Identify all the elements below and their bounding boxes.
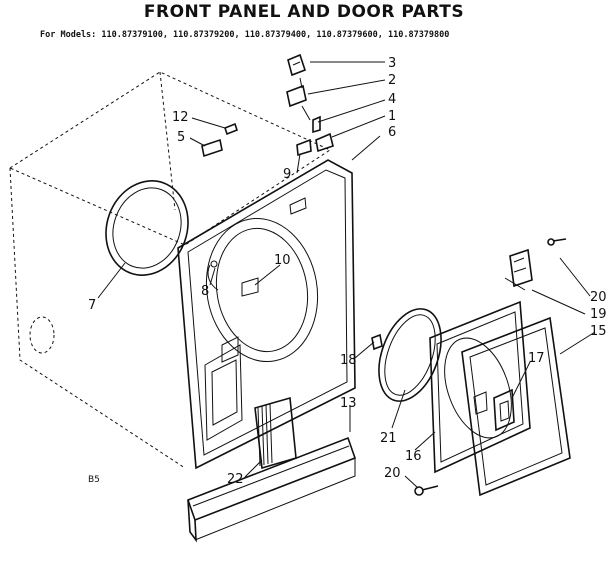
callout-22: 22 <box>227 472 244 487</box>
callout-18: 18 <box>340 353 357 368</box>
front-panel <box>177 159 356 470</box>
callout-20-top: 20 <box>590 290 607 305</box>
callout-16: 16 <box>405 449 422 464</box>
callout-19: 19 <box>590 307 607 322</box>
diagram-code: B5 <box>88 475 100 485</box>
callout-15: 15 <box>590 324 607 339</box>
callout-7: 7 <box>88 298 96 313</box>
door-screw <box>414 485 439 496</box>
inner-door <box>429 300 531 474</box>
callout-9: 9 <box>283 167 291 182</box>
access-panel <box>254 396 297 470</box>
cabinet <box>8 71 332 469</box>
outer-door <box>461 316 571 497</box>
callout-17: 17 <box>528 351 545 366</box>
callout-1: 1 <box>388 109 396 124</box>
callout-3: 3 <box>388 56 396 71</box>
hinge-parts <box>201 53 334 158</box>
callout-6: 6 <box>388 125 396 140</box>
callout-2: 2 <box>388 73 396 88</box>
door-gasket <box>371 308 442 402</box>
front-panel-seal <box>105 180 189 276</box>
callout-21: 21 <box>380 431 397 446</box>
callout-13: 13 <box>340 396 357 411</box>
callout-12: 12 <box>172 110 189 125</box>
leader-lines <box>97 61 596 489</box>
door-hinge <box>504 238 567 291</box>
callout-20-bottom: 20 <box>384 466 401 481</box>
callout-8: 8 <box>201 284 209 299</box>
diagram-title: FRONT PANEL AND DOOR PARTS <box>143 2 465 22</box>
callout-4: 4 <box>388 92 396 107</box>
toe-plate <box>186 436 357 543</box>
callout-5: 5 <box>177 130 185 145</box>
callout-10: 10 <box>274 253 291 268</box>
model-numbers: For Models: 110.87379100, 110.87379200, … <box>40 30 450 40</box>
